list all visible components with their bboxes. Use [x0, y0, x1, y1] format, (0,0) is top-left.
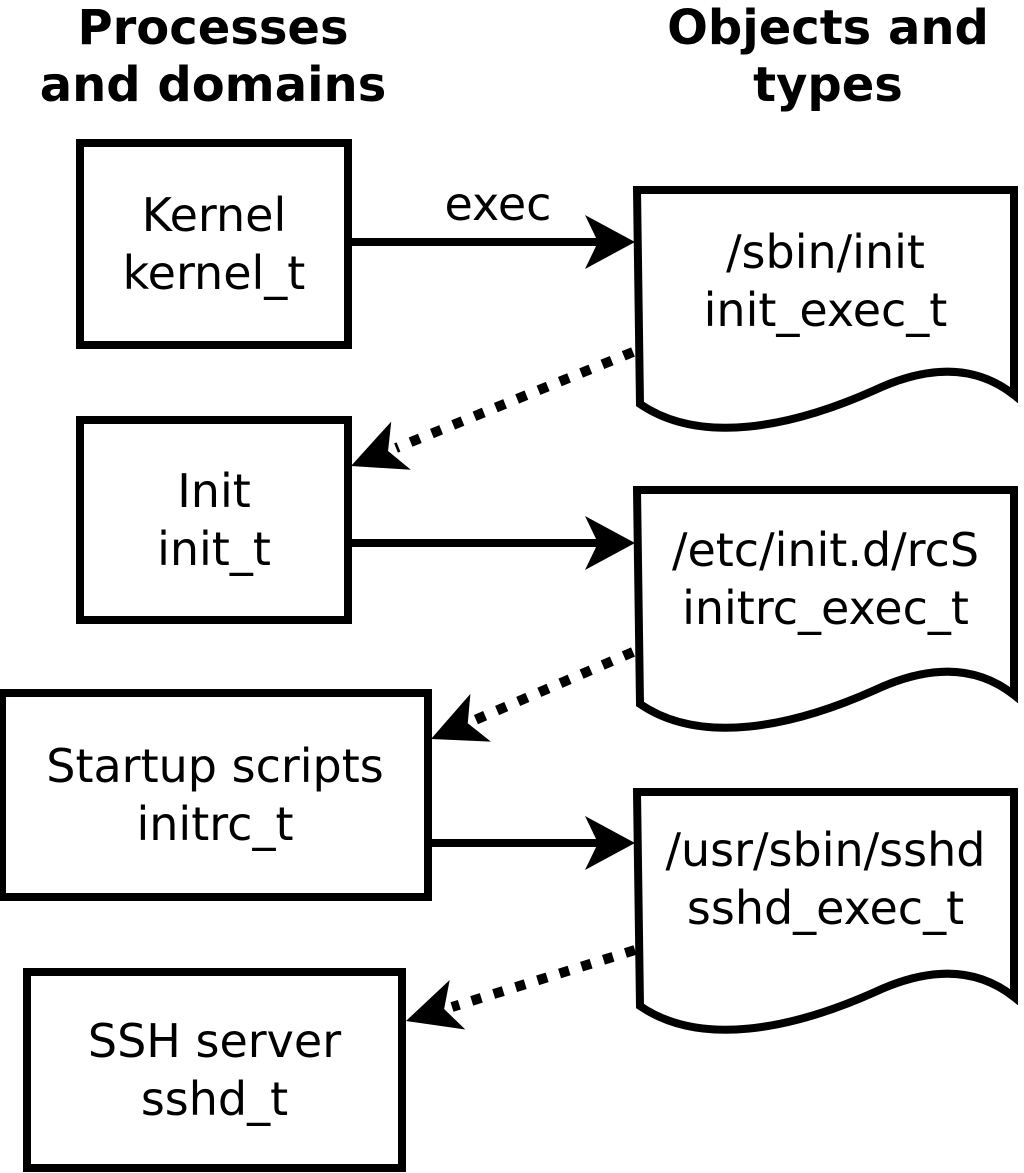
process-domain-type: init_t	[157, 522, 271, 576]
object-path: /etc/init.d/rcS	[671, 523, 980, 577]
arrowhead-icon	[431, 693, 491, 742]
arrowhead-icon	[406, 979, 466, 1030]
process-domain-type: initrc_t	[136, 797, 294, 851]
process-name: Init	[177, 464, 251, 518]
object-type: sshd_exec_t	[686, 881, 965, 935]
exec-arrow-startup-to-sshd	[428, 816, 635, 870]
object-node-etc-initd-rcs: /etc/init.d/rcS initrc_exec_t	[637, 521, 1014, 637]
arrowhead-icon	[585, 215, 635, 269]
process-node-ssh-server: SSH server sshd_t	[23, 968, 406, 1172]
process-domain-type: kernel_t	[122, 246, 306, 300]
document-shape-usr-sbin-sshd	[632, 788, 1018, 1034]
object-type: initrc_exec_t	[682, 581, 969, 635]
object-node-sbin-init: /sbin/init init_exec_t	[637, 223, 1014, 339]
object-path: /sbin/init	[726, 225, 925, 279]
process-name: Startup scripts	[46, 739, 384, 793]
transition-arrow-rcs-to-startup	[431, 647, 635, 742]
column-header-line: and domains	[39, 57, 387, 113]
document-shape-sbin-init	[632, 186, 1018, 432]
object-path: /usr/sbin/sshd	[665, 823, 986, 877]
arrowhead-icon	[585, 516, 635, 570]
exec-arrow-label: exec	[444, 177, 552, 231]
process-node-kernel: Kernel kernel_t	[76, 139, 352, 349]
document-shape-etc-initd-rcs	[632, 486, 1018, 732]
process-name: Kernel	[141, 188, 287, 242]
object-node-usr-sbin-sshd: /usr/sbin/sshd sshd_exec_t	[637, 821, 1014, 937]
process-domain-type: sshd_t	[140, 1072, 289, 1126]
exec-arrow-init-to-rcs	[347, 516, 635, 570]
arrowhead-icon	[585, 816, 635, 870]
column-header-objects: Objects and types	[628, 0, 1024, 114]
process-name: SSH server	[87, 1014, 342, 1068]
column-header-line: Processes	[77, 0, 349, 56]
transition-arrow-sshd-to-sshserver	[406, 945, 637, 1030]
column-header-line: Objects and	[667, 0, 989, 56]
transition-arrow-sbin-init-to-init	[351, 347, 635, 470]
arrowhead-icon	[351, 421, 411, 470]
column-header-line: types	[753, 57, 903, 113]
object-type: init_exec_t	[703, 283, 948, 337]
exec-arrow-kernel-to-sbin-init	[348, 215, 635, 269]
column-header-processes: Processes and domains	[13, 0, 413, 114]
process-node-init: Init init_t	[76, 416, 352, 624]
process-node-startup-scripts: Startup scripts initrc_t	[0, 689, 432, 901]
